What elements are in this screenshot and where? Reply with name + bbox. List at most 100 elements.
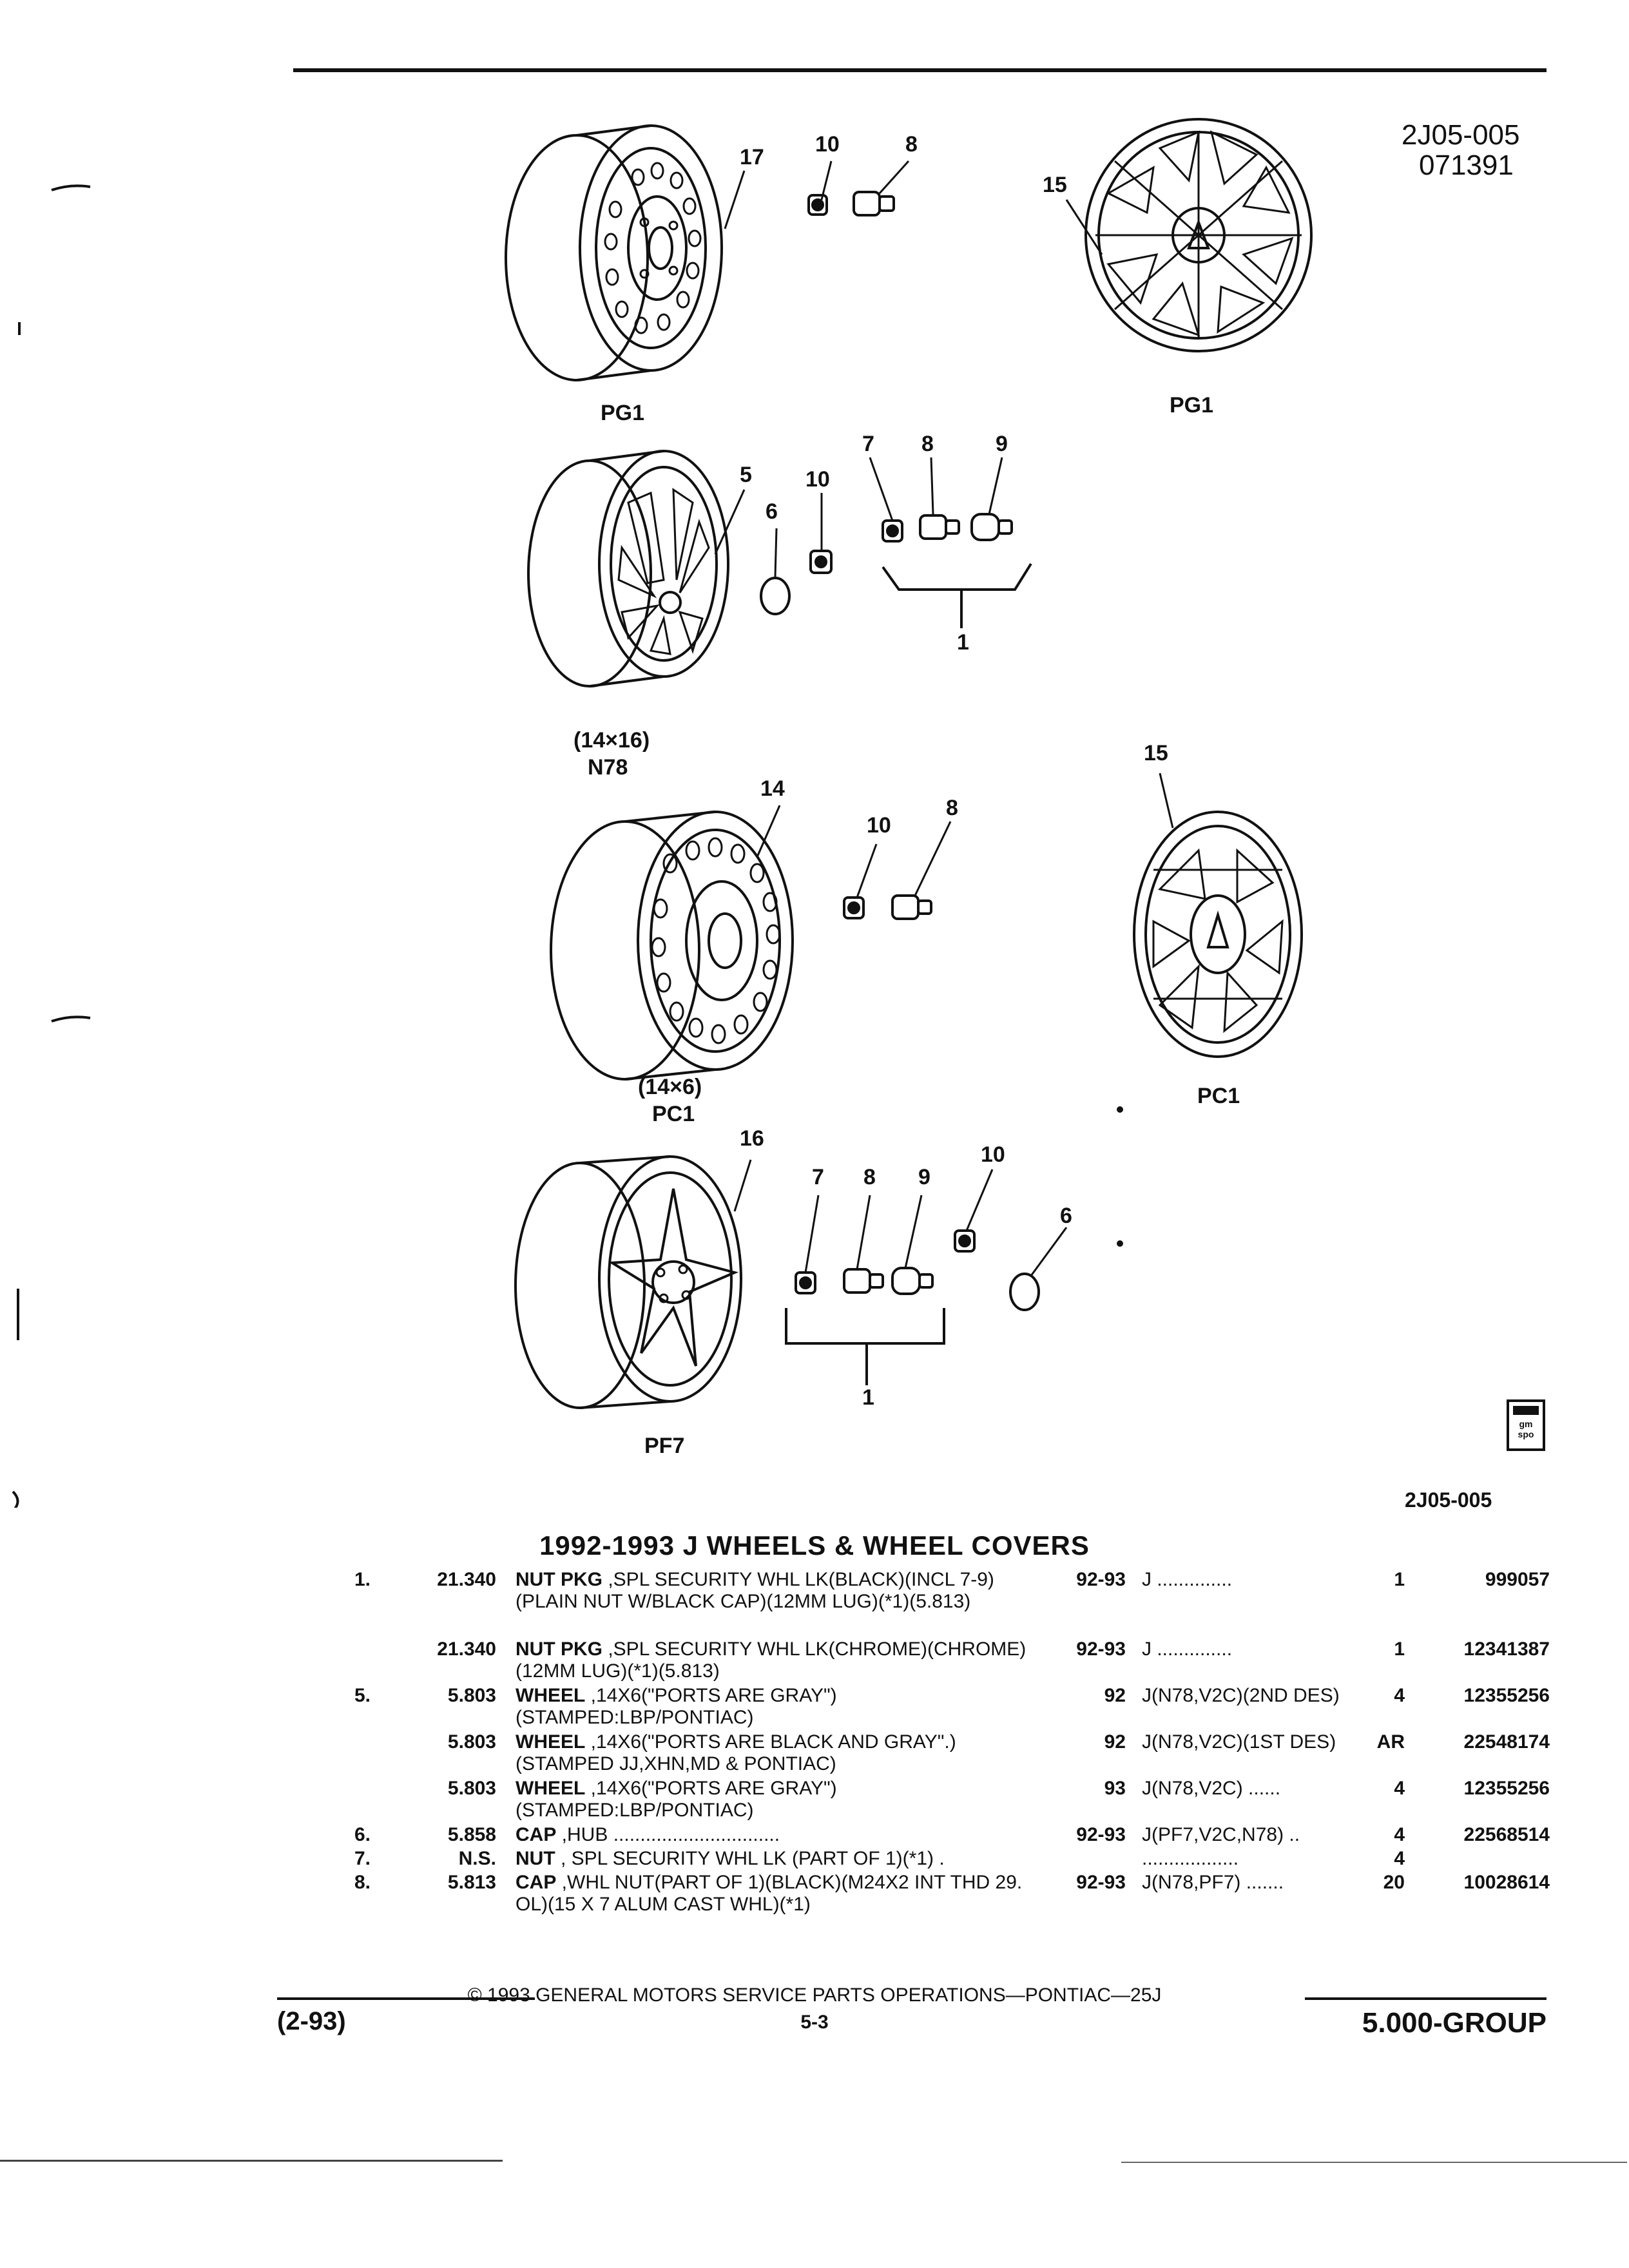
label-pf7: PF7 — [644, 1434, 685, 1458]
footer-copyright: © 1993 GENERAL MOTORS SERVICE PARTS OPER… — [467, 1984, 1162, 2006]
part-detail: ,14X6("PORTS ARE GRAY")(STAMPED:LBP/PONT… — [516, 1778, 837, 1821]
part-years: 92-93 — [1076, 1569, 1126, 1590]
part-years: 92-93 — [1076, 1639, 1126, 1660]
callout-10: 10 — [981, 1142, 1005, 1167]
part-name: WHEEL — [516, 1685, 586, 1706]
callout-10: 10 — [867, 813, 891, 838]
part-years: 92-93 — [1076, 1872, 1126, 1893]
header-date: 071391 — [1419, 149, 1514, 181]
part-description: NUT PKG ,SPL SECURITY WHL LK(CHROME)(CHR… — [516, 1639, 1044, 1682]
wheel-pc1-drawing — [550, 811, 794, 1081]
part-group-number: 21.340 — [437, 1569, 496, 1590]
part-detail: ,SPL SECURITY WHL LK(CHROME)(CHROME)(12M… — [516, 1639, 1027, 1682]
part-detail: ,SPL SECURITY WHL LK(BLACK)(INCL 7-9)(PL… — [516, 1569, 994, 1612]
callout-5: 5 — [740, 463, 752, 487]
callout-6: 6 — [766, 499, 778, 524]
part-description: CAP ,WHL NUT(PART OF 1)(BLACK)(M24X2 INT… — [516, 1872, 1044, 1916]
nut-cap-row3-drawing — [843, 894, 932, 920]
top-rule — [293, 68, 1547, 72]
label-n78: N78 — [588, 755, 628, 780]
gm-spo-logo: gm spo — [1507, 1399, 1545, 1451]
part-item-number: 8. — [354, 1872, 371, 1893]
part-group-number: 5.803 — [447, 1778, 496, 1799]
nut-set-1-drawing — [882, 513, 1032, 628]
part-quantity: 1 — [1394, 1569, 1405, 1590]
part-description: WHEEL ,14X6("PORTS ARE GRAY")(STAMPED:LB… — [516, 1778, 1044, 1821]
callout-6: 6 — [1060, 1204, 1072, 1228]
part-number: 22548174 — [1463, 1731, 1550, 1753]
part-models: J(PF7,V2C,N78) .. — [1142, 1824, 1300, 1845]
part-name: NUT PKG — [516, 1569, 602, 1590]
callout-16: 16 — [740, 1126, 764, 1151]
bottom-scan-line-right — [1121, 2162, 1627, 2163]
part-description: WHEEL ,14X6("PORTS ARE GRAY")(STAMPED:LB… — [516, 1685, 1044, 1729]
part-description: WHEEL ,14X6("PORTS ARE BLACK AND GRAY".)… — [516, 1731, 1044, 1775]
label-pc1-wheel: PC1 — [652, 1102, 695, 1126]
part-quantity: 4 — [1394, 1778, 1405, 1799]
footer-rule-left — [277, 1997, 535, 2000]
footer-date: (2-93) — [277, 2007, 346, 2035]
wheel-n78-drawing — [527, 450, 729, 687]
nut-drawing-10b — [809, 550, 833, 574]
callout-17: 17 — [740, 145, 764, 169]
part-item-number: 1. — [354, 1569, 371, 1590]
part-detail: ,14X6("PORTS ARE BLACK AND GRAY".)(STAMP… — [516, 1731, 956, 1774]
label-pc1-size: (14×6) — [638, 1075, 702, 1099]
part-quantity: 4 — [1394, 1848, 1405, 1869]
scan-specks — [1117, 1106, 1123, 1247]
wheel-pf7-drawing — [514, 1155, 742, 1409]
wheel-pg1-drawing — [505, 124, 723, 381]
part-models: J(N78,V2C)(2ND DES) — [1142, 1685, 1340, 1706]
part-years: 93 — [1104, 1778, 1126, 1799]
footer-page: 5-3 — [800, 2012, 829, 2033]
callout-15: 15 — [1043, 173, 1067, 197]
part-quantity: 4 — [1394, 1824, 1405, 1845]
part-description: NUT PKG ,SPL SECURITY WHL LK(BLACK)(INCL… — [516, 1569, 1044, 1613]
part-quantity: 20 — [1383, 1872, 1405, 1893]
callout-9: 9 — [996, 432, 1008, 456]
label-pg1-wheel: PG1 — [601, 401, 645, 425]
label-n78-size: (14×16) — [574, 728, 650, 753]
header-code: 2J05-005 — [1402, 119, 1520, 151]
section-title: 1992-1993 J WHEELS & WHEEL COVERS — [539, 1530, 1090, 1561]
part-number: 12341387 — [1463, 1639, 1550, 1660]
hub-cap-drawing-1 — [760, 577, 791, 615]
part-number: 999057 — [1485, 1569, 1550, 1590]
part-quantity: AR — [1376, 1731, 1405, 1753]
figure-code: 2J05-005 — [1405, 1488, 1492, 1512]
part-models: J(N78,V2C)(1ST DES) — [1142, 1731, 1336, 1753]
part-models: .................. — [1142, 1848, 1239, 1869]
callout-15: 15 — [1144, 741, 1168, 765]
part-detail: ,WHL NUT(PART OF 1)(BLACK)(M24X2 INT THD… — [516, 1872, 1023, 1915]
callout-8: 8 — [905, 132, 918, 157]
part-group-number: N.S. — [458, 1848, 496, 1869]
leader-lines — [714, 160, 1174, 1276]
callout-1: 1 — [862, 1385, 874, 1410]
part-number: 12355256 — [1463, 1685, 1550, 1706]
part-item-number: 6. — [354, 1824, 371, 1845]
part-name: NUT — [516, 1848, 555, 1869]
callout-8: 8 — [921, 432, 934, 456]
callout-7: 7 — [812, 1165, 824, 1189]
part-years: 92-93 — [1076, 1824, 1126, 1845]
part-detail: , SPL SECURITY WHL LK (PART OF 1)(*1) . — [555, 1848, 945, 1869]
logo-text: gm spo — [1518, 1419, 1534, 1439]
part-name: WHEEL — [516, 1778, 586, 1799]
part-number: 12355256 — [1463, 1778, 1550, 1799]
nut-cap-row1-drawing — [807, 191, 895, 216]
part-group-number: 5.803 — [447, 1731, 496, 1753]
wheelcover-pg1-drawing — [1084, 118, 1313, 352]
part-quantity: 4 — [1394, 1685, 1405, 1706]
bottom-scan-line — [0, 2160, 503, 2162]
wheelcover-pc1-drawing — [1133, 811, 1303, 1058]
callout-8: 8 — [946, 796, 958, 820]
part-description: NUT , SPL SECURITY WHL LK (PART OF 1)(*1… — [516, 1848, 1044, 1870]
part-group-number: 5.858 — [447, 1824, 496, 1845]
callout-9: 9 — [918, 1165, 930, 1189]
part-name: WHEEL — [516, 1731, 586, 1753]
label-pc1-cover: PC1 — [1197, 1084, 1240, 1108]
footer-rule-right — [1305, 1997, 1547, 2000]
part-years: 92 — [1104, 1731, 1126, 1753]
callout-8: 8 — [863, 1165, 876, 1189]
callout-7: 7 — [862, 432, 874, 456]
